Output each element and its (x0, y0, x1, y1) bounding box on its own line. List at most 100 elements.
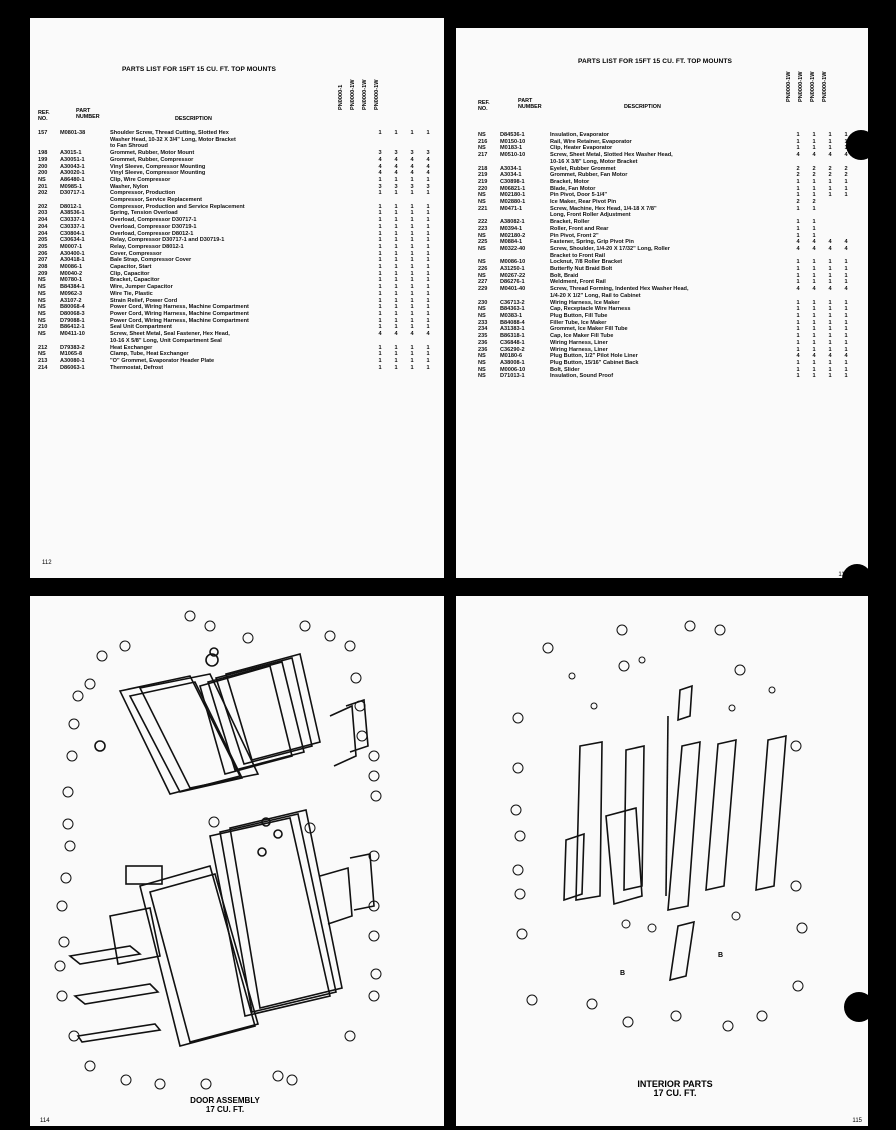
qty: 1 (844, 132, 848, 138)
page-title: PARTS LIST FOR 15FT 15 CU. FT. TOP MOUNT… (122, 66, 276, 73)
qty: 1 (828, 266, 832, 273)
ref-number: 217 (478, 152, 488, 159)
qty: 1 (812, 232, 816, 239)
qty: 4 (394, 163, 398, 170)
description: Blade, Fan Motor (550, 185, 596, 192)
ref-number: NS (38, 284, 46, 291)
ref-number: NS (38, 331, 46, 338)
description: Insulation, Sound Proof (550, 373, 614, 380)
ref-number: 236 (478, 346, 488, 353)
part-number (500, 253, 550, 260)
qty: 1 (410, 351, 414, 358)
qty (388, 143, 404, 150)
description: Compressor, Service Replacement (110, 197, 203, 204)
qty: 1 (812, 279, 816, 286)
ref-number: NS (38, 351, 46, 358)
description: Thermostat, Defrost (110, 364, 164, 371)
qty: 4 (812, 245, 816, 252)
qty: 1 (796, 272, 800, 279)
ref-number: 202 (38, 190, 48, 197)
qty: 1 (410, 217, 414, 224)
ref-number: 206 (38, 250, 48, 257)
ref-number: 219 (478, 178, 488, 185)
model-label: PN0000-1W (786, 71, 792, 102)
description: to Fan Shroud (110, 143, 148, 150)
ref-number: 210 (38, 324, 48, 331)
qty: 4 (828, 353, 832, 360)
qty (822, 226, 838, 233)
qty: 1 (812, 178, 816, 185)
qty: 1 (844, 299, 848, 306)
qty: 1 (828, 346, 832, 353)
qty: 1 (796, 259, 800, 266)
description: Overload, Compressor D30719-1 (110, 223, 197, 230)
model-label: PN0000-1W (374, 79, 380, 110)
ref-number: 221 (478, 205, 488, 212)
qty (372, 137, 388, 144)
interior-parts-drawing (510, 620, 808, 1032)
qty: 1 (394, 203, 398, 210)
qty: 1 (828, 132, 832, 138)
part-number: A31250-1 (500, 266, 525, 273)
qty: 4 (426, 156, 430, 163)
description: Overload, Compressor D8012-1 (110, 230, 194, 237)
qty: 1 (394, 304, 398, 311)
ref-number (38, 143, 60, 150)
qty: 2 (844, 165, 848, 172)
part-number: C36848-1 (500, 339, 525, 346)
qty: 1 (378, 264, 382, 271)
qty: 1 (426, 237, 430, 244)
qty: 1 (828, 373, 832, 380)
qty: 1 (828, 299, 832, 306)
ref-number: NS (38, 304, 46, 311)
description: Wiring Harness, Ice Maker (550, 299, 620, 306)
ref-number: NS (38, 297, 46, 304)
qty: 4 (394, 156, 398, 163)
qty: 1 (394, 351, 398, 358)
qty: 1 (394, 210, 398, 217)
ref-number: 204 (38, 230, 48, 237)
ref-number: NS (478, 359, 486, 366)
qty (420, 137, 436, 144)
ref-col-header: REF. NO. (38, 110, 50, 122)
qty: 1 (828, 319, 832, 326)
qty: 2 (812, 172, 816, 179)
qty: 4 (426, 170, 430, 177)
ref-number: NS (478, 199, 486, 206)
description: Rail, Wire Retainer, Evaporator (550, 138, 632, 145)
ref-number: 229 (478, 286, 488, 293)
qty: 1 (378, 230, 382, 237)
qty: 1 (410, 190, 414, 197)
qty: 1 (426, 264, 430, 271)
qty: 2 (796, 165, 800, 172)
section-mark-b: B (718, 952, 724, 959)
description: Bracket, Capacitor (110, 277, 160, 284)
description: Insulation, Evaporator (550, 132, 610, 138)
qty: 1 (378, 243, 382, 250)
part-number (500, 212, 550, 219)
ref-number: 198 (38, 150, 48, 157)
table-row: 10-16 X 3/8" Long, Motor Bracket (478, 159, 854, 166)
qty: 1 (812, 259, 816, 266)
qty: 1 (828, 185, 832, 192)
qty: 1 (378, 257, 382, 264)
qty: 1 (410, 237, 414, 244)
part-number: M0394-1 (500, 225, 523, 232)
description: Bolt, Slider (550, 366, 580, 373)
qty: 1 (378, 290, 382, 297)
qty (822, 199, 838, 206)
description: Spring, Tension Overload (110, 210, 178, 217)
